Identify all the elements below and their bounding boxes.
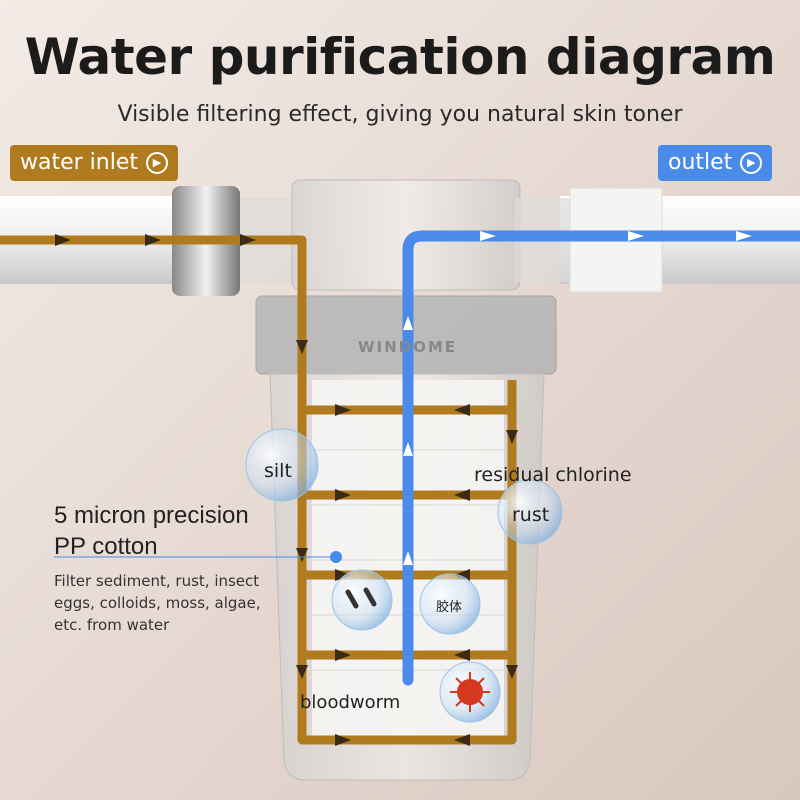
- page-title: Water purification diagram: [24, 28, 776, 86]
- flow-arrows: [55, 234, 518, 746]
- filter-description: Filter sediment, rust, insect eggs, coll…: [54, 572, 261, 634]
- outlet-flow: [402, 230, 800, 686]
- rust-label: rust: [512, 504, 550, 526]
- rust-bubble: [497, 479, 563, 545]
- filter-title-line2: PP cotton: [54, 533, 158, 560]
- outlet-label: outlet: [668, 150, 733, 175]
- water-inlet-label: water inlet: [20, 150, 139, 175]
- colloid-label: 胶体: [436, 600, 463, 615]
- outlet-tag: outlet ▶: [658, 145, 773, 181]
- residual-chlorine-label: residual chlorine: [474, 464, 632, 486]
- chevron-right-icon: ▶: [740, 152, 763, 174]
- filter-title: 5 micron precision PP cotton: [54, 500, 249, 562]
- moss-icon: [345, 587, 377, 609]
- water-inlet-tag: water inlet ▶: [10, 145, 179, 181]
- colloid-bubble: [419, 573, 481, 635]
- bloodworm-label: bloodworm: [300, 692, 401, 713]
- filter-title-line1: 5 micron precision: [54, 502, 249, 529]
- silt-label: silt: [264, 460, 292, 482]
- chevron-right-icon: ▶: [146, 152, 169, 174]
- virus-icon: [450, 672, 490, 712]
- silt-bubble: [245, 428, 319, 502]
- pointer-dot: [330, 551, 342, 563]
- outlet-arrows: [403, 231, 752, 565]
- brand-logo: WINDOME: [358, 338, 458, 356]
- page-subtitle: Visible filtering effect, giving you nat…: [117, 102, 683, 127]
- moss-bubble: [331, 569, 393, 631]
